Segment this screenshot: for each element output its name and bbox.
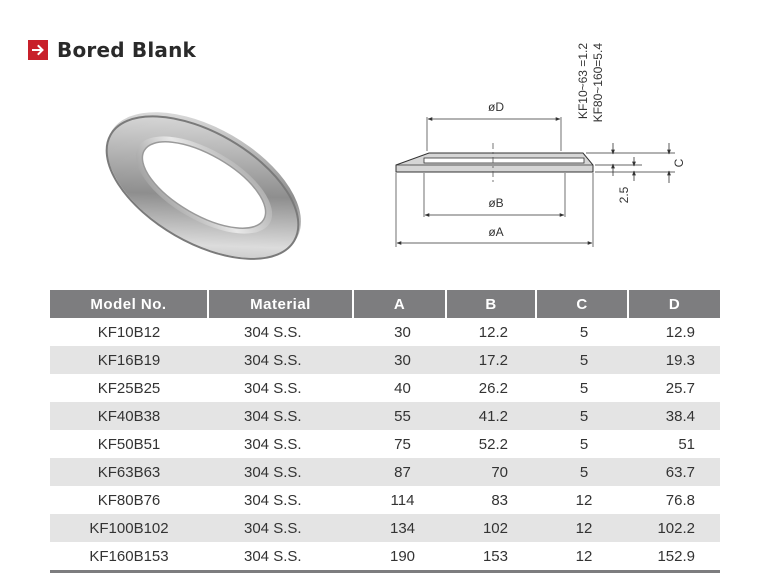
model-cell: KF25B25: [97, 379, 161, 397]
c-cell: 5: [536, 458, 628, 486]
column-header: Model No.: [50, 290, 208, 318]
model-cell: KF40B38: [50, 402, 208, 430]
table-row: KF63B63 304 S.S. 87 70 5 63.7: [50, 458, 720, 486]
model-cell: KF80B76: [97, 491, 161, 509]
d-cell: 51: [678, 435, 695, 453]
column-header: B: [445, 290, 536, 318]
material-cell: 304 S.S.: [244, 491, 302, 509]
b-cell: 41.2: [446, 402, 536, 430]
model-cell: KF16B19: [50, 346, 208, 374]
a-cell: 134: [353, 514, 446, 542]
page-title: Bored Blank: [57, 38, 197, 62]
table-row: KF40B38 304 S.S. 55 41.2 5 38.4: [50, 402, 720, 430]
model-cell: KF50B51: [97, 435, 161, 453]
dim-note-kf80-160: KF80~160=5.4: [591, 43, 605, 123]
model-cell: KF10B12: [97, 323, 161, 341]
d-cell: 19.3: [628, 346, 720, 374]
d-cell: 63.7: [628, 458, 720, 486]
dim-label-height: 2.5: [617, 186, 631, 203]
dim-label-b: øB: [488, 196, 503, 210]
c-cell: 12: [575, 491, 593, 509]
b-cell: 83: [491, 491, 508, 509]
a-cell: 30: [353, 346, 446, 374]
b-cell: 17.2: [446, 346, 536, 374]
dim-label-c: C: [672, 158, 686, 167]
b-cell: 26.2: [478, 379, 508, 397]
d-cell: 12.9: [665, 323, 695, 341]
d-cell: 152.9: [628, 542, 720, 573]
dimension-drawing: øD øB øA C 2.5 KF10~63 =1.2 KF80~160=5.4: [380, 35, 710, 275]
material-cell: 304 S.S.: [208, 402, 353, 430]
c-cell: 5: [579, 323, 589, 341]
d-cell: 38.4: [628, 402, 720, 430]
material-cell: 304 S.S.: [208, 542, 353, 573]
c-cell: 5: [536, 346, 628, 374]
model-cell: KF160B153: [50, 542, 208, 573]
material-cell: 304 S.S.: [208, 458, 353, 486]
b-cell: 12.2: [478, 323, 508, 341]
a-cell: 30: [394, 323, 411, 341]
table-row: KF16B19 304 S.S. 30 17.2 5 19.3: [50, 346, 720, 374]
dim-note-kf10-63: KF10~63 =1.2: [576, 43, 590, 119]
a-cell: 55: [353, 402, 446, 430]
table-row: KF25B25 304 S.S. 40 26.2 5 25.7: [50, 374, 720, 402]
b-cell: 52.2: [478, 435, 508, 453]
product-photo: [100, 95, 315, 275]
b-cell: 102: [446, 514, 536, 542]
material-cell: 304 S.S.: [244, 379, 302, 397]
c-cell: 5: [536, 402, 628, 430]
material-cell: 304 S.S.: [208, 346, 353, 374]
d-cell: 76.8: [665, 491, 695, 509]
section-header: Bored Blank: [28, 38, 196, 62]
c-cell: 5: [579, 379, 589, 397]
table-row: KF80B76 304 S.S. 114 83 12 76.8: [50, 486, 720, 514]
table-header-row: Model No. Material A B C D: [50, 290, 720, 318]
dim-label-a: øA: [488, 225, 503, 239]
b-cell: 153: [446, 542, 536, 573]
material-cell: 304 S.S.: [244, 323, 302, 341]
a-cell: 75: [394, 435, 411, 453]
dim-label-d: øD: [488, 100, 504, 114]
column-header: C: [535, 290, 628, 318]
a-cell: 87: [353, 458, 446, 486]
c-cell: 12: [536, 542, 628, 573]
column-header: A: [352, 290, 446, 318]
c-cell: 5: [579, 435, 589, 453]
d-cell: 25.7: [665, 379, 695, 397]
material-cell: 304 S.S.: [208, 514, 353, 542]
column-header: D: [627, 290, 720, 318]
b-cell: 70: [446, 458, 536, 486]
d-cell: 102.2: [628, 514, 720, 542]
arrow-right-box-icon: [28, 40, 48, 60]
model-cell: KF100B102: [50, 514, 208, 542]
model-cell: KF63B63: [50, 458, 208, 486]
table-row: KF50B51 304 S.S. 75 52.2 5 51: [50, 430, 720, 458]
a-cell: 40: [394, 379, 411, 397]
table-row: KF160B153 304 S.S. 190 153 12 152.9: [50, 542, 720, 573]
a-cell: 190: [353, 542, 446, 573]
table-row: KF10B12 304 S.S. 30 12.2 5 12.9: [50, 318, 720, 346]
table-row: KF100B102 304 S.S. 134 102 12 102.2: [50, 514, 720, 542]
c-cell: 12: [536, 514, 628, 542]
spec-table: Model No. Material A B C D KF10B12 304 S…: [50, 290, 720, 573]
material-cell: 304 S.S.: [244, 435, 302, 453]
a-cell: 114: [390, 491, 415, 509]
column-header: Material: [207, 290, 353, 318]
